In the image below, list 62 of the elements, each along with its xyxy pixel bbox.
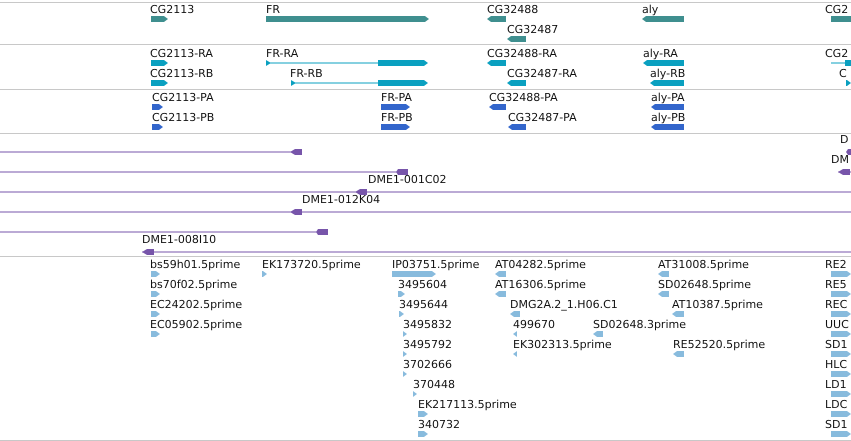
feature-label: DMG2A.2_1.H06.C1: [510, 298, 618, 311]
feature-label: CG2113: [150, 3, 194, 16]
feature-label: AT04282.5prime: [495, 258, 586, 271]
feature-label: HLC: [825, 358, 848, 371]
feature-label: RE2: [825, 258, 847, 271]
feature-label: 3495832: [403, 318, 452, 331]
feature-label: RE5: [825, 278, 847, 291]
feature-label: CG2113-PB: [152, 111, 214, 124]
feature-label: C: [839, 67, 847, 80]
feature-label: CG2: [825, 3, 848, 16]
feature-label: AT31008.5prime: [658, 258, 749, 271]
feature-label: DME1-001C02: [368, 173, 447, 186]
feature-label: FR-RB: [290, 67, 323, 80]
feature-label: FR-PA: [381, 91, 412, 104]
feature-label: EK302313.5prime: [513, 338, 612, 351]
feature-label: AT10387.5prime: [672, 298, 763, 311]
feature-label: AT16306.5prime: [495, 278, 586, 291]
feature-label: LDC: [825, 398, 848, 411]
feature-label: UUC: [825, 318, 849, 331]
feature-label: CG32487-RA: [507, 67, 577, 80]
feature-label: CG2113-RA: [150, 47, 213, 60]
feature-label: EC05902.5prime: [150, 318, 242, 331]
feature-label: DME1-012K04: [302, 193, 380, 206]
feature-label: SD1: [825, 338, 848, 351]
feature-label: FR: [266, 3, 280, 16]
feature-label: IP03751.5prime: [392, 258, 480, 271]
feature-label: EK217113.5prime: [418, 398, 517, 411]
feature-label: 370448: [413, 378, 455, 391]
feature-label: CG2113-PA: [152, 91, 214, 104]
feature-label: 3495604: [398, 278, 447, 291]
feature-label: aly: [642, 3, 658, 16]
feature-label: CG32487: [507, 23, 558, 36]
feature-label: bs70f02.5prime: [150, 278, 238, 291]
feature-label: 3495792: [403, 338, 452, 351]
feature-label: CG32488: [487, 3, 538, 16]
feature-label: aly-PB: [651, 111, 686, 124]
feature-label: CG2113-RB: [150, 67, 214, 80]
feature-label: D: [840, 133, 848, 146]
feature-label: CG32487-PA: [508, 111, 577, 124]
feature-label: aly-RA: [643, 47, 678, 60]
feature-label: CG32488-PA: [489, 91, 558, 104]
feature-label: SD1: [825, 418, 848, 431]
feature-label: 3702666: [403, 358, 452, 371]
feature-label: CG2: [825, 47, 848, 60]
feature-label: bs59h01.5prime: [150, 258, 240, 271]
feature-label: SD02648.3prime: [593, 318, 686, 331]
feature-label: 340732: [418, 418, 460, 431]
feature-label: FR-PB: [381, 111, 413, 124]
feature-label: CG32488-RA: [487, 47, 557, 60]
feature-label: REC: [825, 298, 848, 311]
feature-label: SD02648.5prime: [658, 278, 751, 291]
feature-label: RE52520.5prime: [673, 338, 766, 351]
feature-label: aly-RB: [650, 67, 686, 80]
feature-label: DME1-008I10: [142, 233, 216, 246]
feature-label: EK173720.5prime: [262, 258, 361, 271]
feature-label: EC24202.5prime: [150, 298, 242, 311]
feature-label: 3495644: [399, 298, 448, 311]
feature-label: 499670: [513, 318, 555, 331]
feature-label: FR-RA: [266, 47, 298, 60]
feature-label: LD1: [825, 378, 847, 391]
feature-label: DM: [831, 153, 849, 166]
feature-label: aly-PA: [651, 91, 685, 104]
